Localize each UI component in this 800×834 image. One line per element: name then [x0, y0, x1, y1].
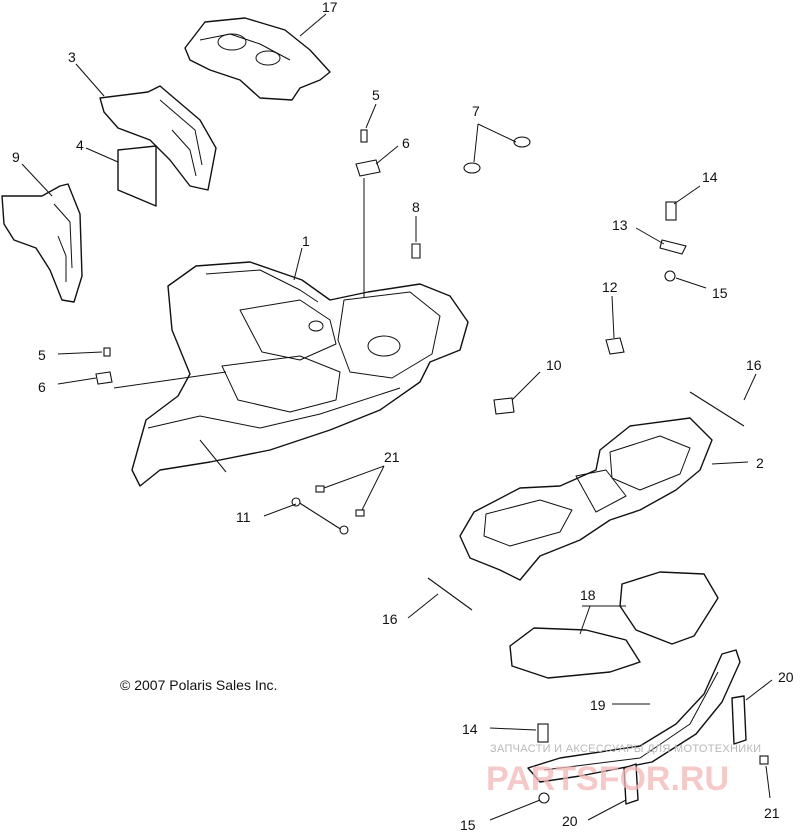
- part-5-screw-left: [103, 347, 111, 357]
- part-8-push-rivet: [411, 243, 421, 259]
- callout-5-upper: 5: [372, 87, 380, 103]
- callout-14-upper: 14: [702, 169, 718, 185]
- callout-16-upper: 16: [746, 357, 762, 373]
- callout-8: 8: [412, 199, 420, 215]
- leader-lines: [21, 13, 773, 821]
- part-21-screw-c: [759, 755, 769, 765]
- part-6-clip-upper: [355, 159, 381, 177]
- callout-17: 17: [322, 0, 338, 15]
- callout-6-upper: 6: [402, 135, 410, 151]
- part-15-nut-upper: [664, 270, 676, 282]
- callout-21-upper: 21: [384, 449, 400, 465]
- callout-7: 7: [472, 103, 480, 119]
- callout-19: 19: [590, 697, 606, 713]
- callout-15-lower: 15: [460, 817, 476, 833]
- callout-6-left: 6: [38, 379, 46, 395]
- part-20-bracket-right: [731, 695, 747, 745]
- part-6-clip-left: [95, 371, 113, 385]
- part-17-top-cover: [184, 17, 331, 101]
- callout-20-bottom: 20: [562, 813, 578, 829]
- part-5-screw-upper: [360, 129, 368, 143]
- part-16-rod-lower: [427, 577, 473, 611]
- part-12-clip: [605, 337, 625, 355]
- part-9-side-panel: [1, 183, 83, 303]
- part-20-bracket-bottom: [623, 763, 639, 805]
- callout-9: 9: [12, 149, 20, 165]
- callout-3: 3: [68, 49, 76, 65]
- part-18-floor-mat-left: [509, 627, 641, 679]
- callout-5-left: 5: [38, 347, 46, 363]
- callout-10: 10: [546, 357, 562, 373]
- part-14-bolt-lower: [537, 723, 549, 743]
- callout-2: 2: [756, 455, 764, 471]
- part-3-side-panel: [99, 85, 217, 191]
- part-21-screw-a: [315, 485, 325, 493]
- callout-13: 13: [612, 217, 628, 233]
- part-10-clip: [493, 397, 515, 415]
- part-18-floor-mat-right: [619, 571, 719, 645]
- watermark-logo: PARTSFOR.RU: [486, 760, 729, 798]
- part-21-screw-b: [355, 509, 365, 517]
- callout-20-right: 20: [778, 669, 794, 685]
- callout-16-lower: 16: [382, 611, 398, 627]
- callout-1: 1: [302, 233, 310, 249]
- part-19-footrest: [527, 649, 741, 783]
- part-11-cable: [291, 497, 349, 535]
- copyright-notice: © 2007 Polaris Sales Inc.: [120, 677, 277, 693]
- callout-14-lower: 14: [462, 721, 478, 737]
- part-7-fastener-right: [513, 136, 531, 148]
- callout-11: 11: [236, 509, 251, 525]
- part-16-rod-upper: [689, 391, 745, 427]
- callout-4: 4: [76, 137, 84, 153]
- part-15-nut-lower: [538, 792, 550, 804]
- callout-18: 18: [580, 587, 596, 603]
- callout-15-upper: 15: [712, 285, 728, 301]
- callout-12: 12: [602, 279, 618, 295]
- part-2-rear-rack: [459, 417, 713, 581]
- part-1-front-cab: [131, 261, 469, 487]
- part-13-bracket: [659, 239, 687, 255]
- part-7-fastener-left: [463, 162, 481, 174]
- watermark-tagline: ЗАПЧАСТИ И АКСЕССУАРЫ ДЛЯ МОТОТЕХНИКИ: [490, 743, 761, 755]
- part-4-decal: [117, 145, 157, 207]
- callout-21-lower: 21: [764, 805, 780, 821]
- part-14-bolt-upper: [665, 201, 677, 221]
